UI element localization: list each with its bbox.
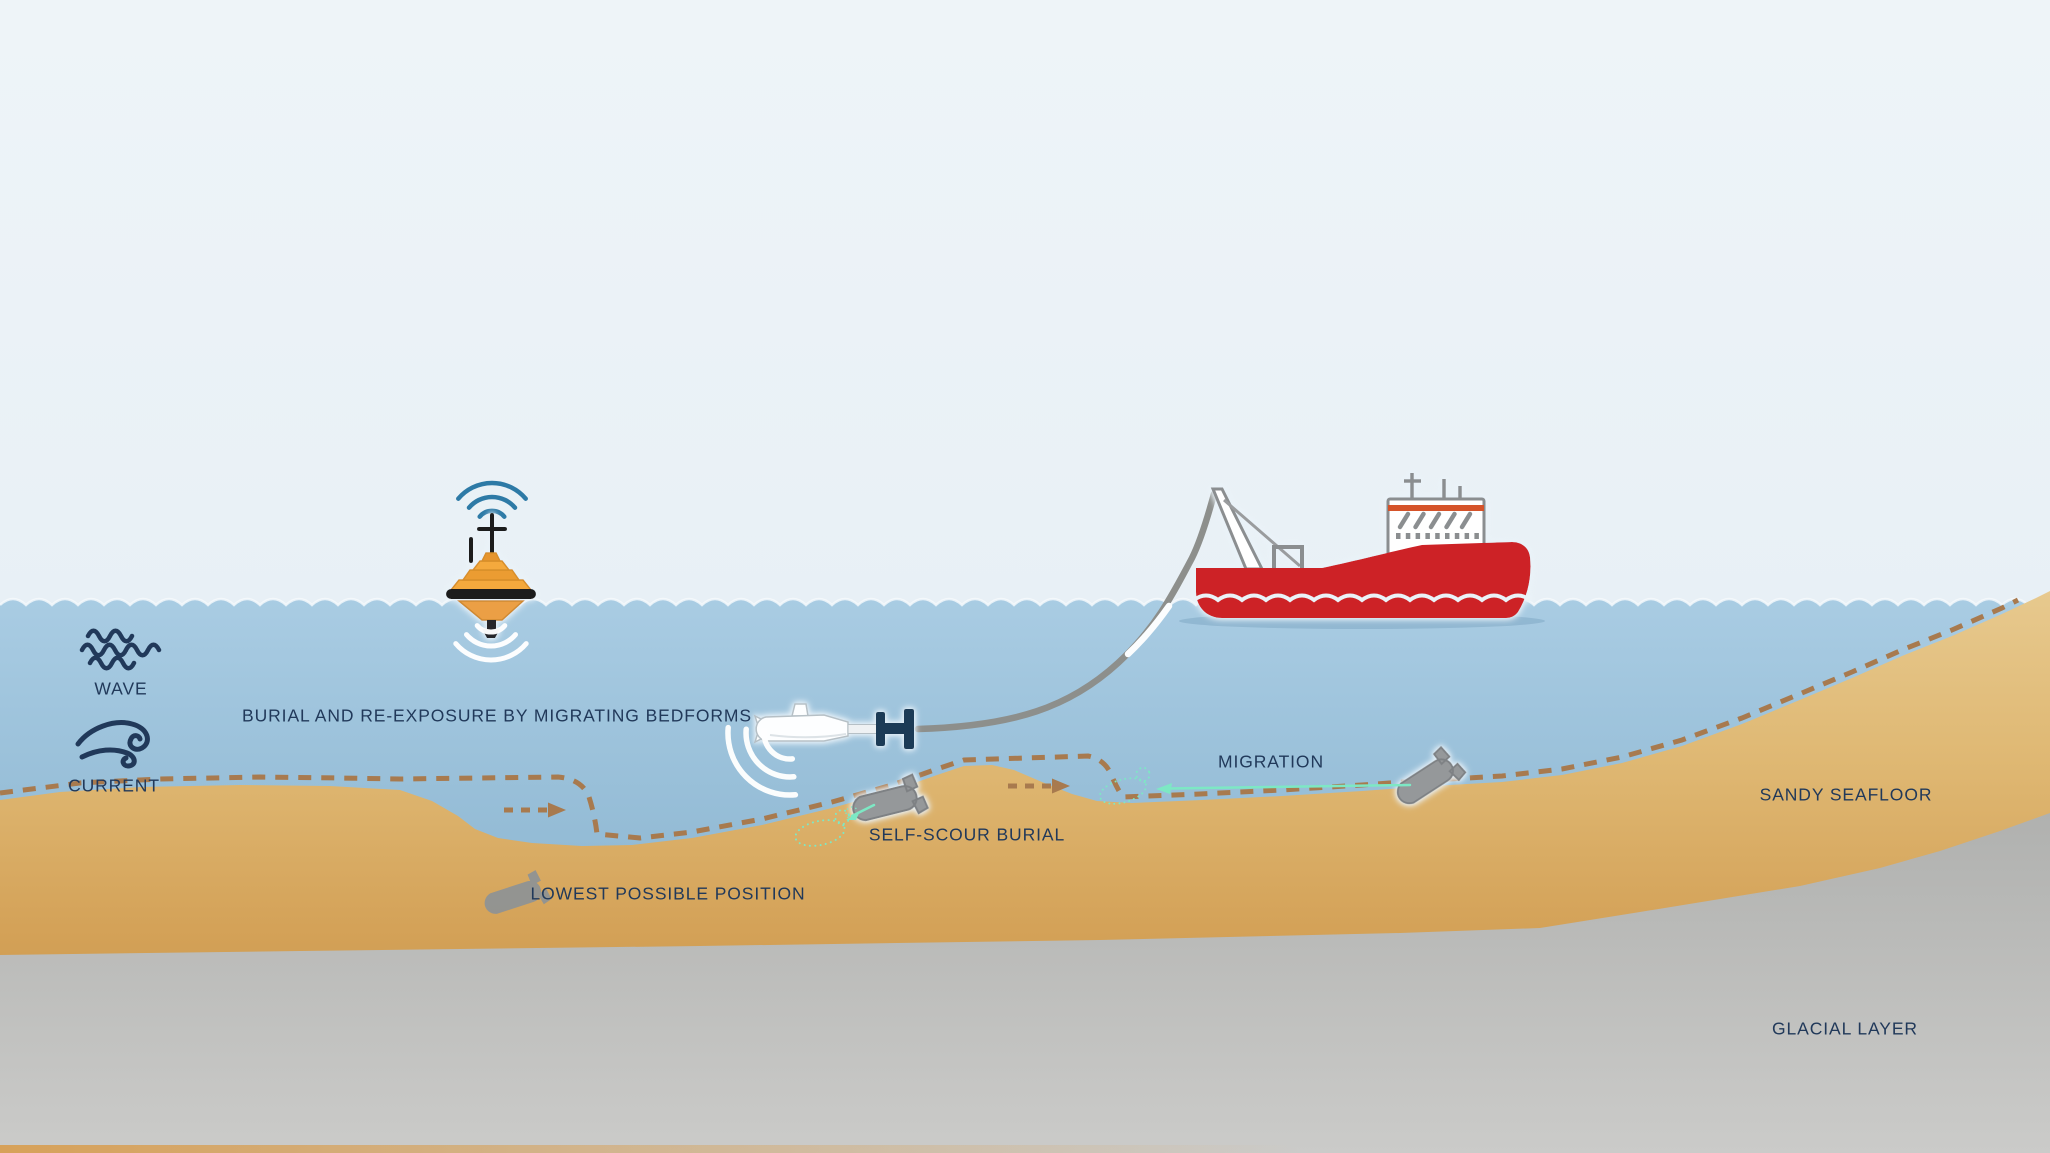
bridge-portholes bbox=[1396, 533, 1479, 539]
bedform-arrow-icon bbox=[1052, 778, 1070, 794]
bottom-sand-strip bbox=[0, 1145, 1300, 1153]
buoy-transducer bbox=[487, 620, 496, 629]
hull-waterline bbox=[1192, 593, 1532, 603]
sensor-shading bbox=[769, 733, 847, 739]
arrow-head-icon bbox=[1156, 783, 1172, 794]
tow-cable-highlight bbox=[1124, 602, 1173, 658]
wave-icon bbox=[79, 628, 162, 671]
self-scour-burial-label: SELF-SCOUR BURIAL bbox=[868, 824, 1066, 845]
sensor-boom bbox=[847, 724, 879, 734]
wifi-arcs-icon bbox=[456, 480, 528, 519]
mast-icon bbox=[1404, 473, 1462, 500]
a-frame-stay bbox=[1223, 498, 1301, 568]
self-scour-annotation bbox=[790, 803, 876, 851]
sandy-seafloor-label: SANDY SEAFLOOR bbox=[1759, 784, 1933, 805]
current-label: CURRENT bbox=[68, 775, 160, 796]
current-icon bbox=[75, 720, 150, 769]
buoy-waterline-band bbox=[446, 589, 536, 599]
migration-arrow bbox=[1166, 783, 1412, 790]
research-vessel bbox=[1192, 473, 1532, 618]
bridge-stripe bbox=[1388, 505, 1484, 511]
lowest-possible-position-label: LOWEST POSSIBLE POSITION bbox=[530, 883, 806, 904]
deck-gantry-icon bbox=[1272, 545, 1304, 568]
buoy-body bbox=[449, 552, 533, 621]
towed-sonar-sensor bbox=[753, 703, 914, 749]
bedform-arrow-icon bbox=[548, 802, 566, 818]
glacial-layer-shape bbox=[0, 813, 2050, 1153]
bedform-migration-dashed-path bbox=[0, 597, 2020, 841]
waterline bbox=[0, 597, 2050, 607]
signal-buoy bbox=[446, 513, 536, 638]
sensor-top-fin bbox=[791, 703, 809, 717]
migration-label: MIGRATION bbox=[1218, 751, 1324, 772]
sonar-arcs-icon bbox=[453, 623, 529, 663]
bridge-windows bbox=[1397, 511, 1473, 530]
tow-bracket bbox=[876, 709, 914, 749]
glacial-layer-label: GLACIAL LAYER bbox=[1772, 1018, 1918, 1039]
sensor-body bbox=[755, 714, 849, 742]
hull bbox=[1196, 542, 1531, 618]
migration-annotation bbox=[1094, 765, 1412, 810]
burial-re-exposure-label: BURIAL AND RE-EXPOSURE BY MIGRATING BEDF… bbox=[242, 705, 752, 726]
sonar-arcs-icon bbox=[725, 724, 799, 798]
wave-label: WAVE bbox=[94, 678, 148, 699]
